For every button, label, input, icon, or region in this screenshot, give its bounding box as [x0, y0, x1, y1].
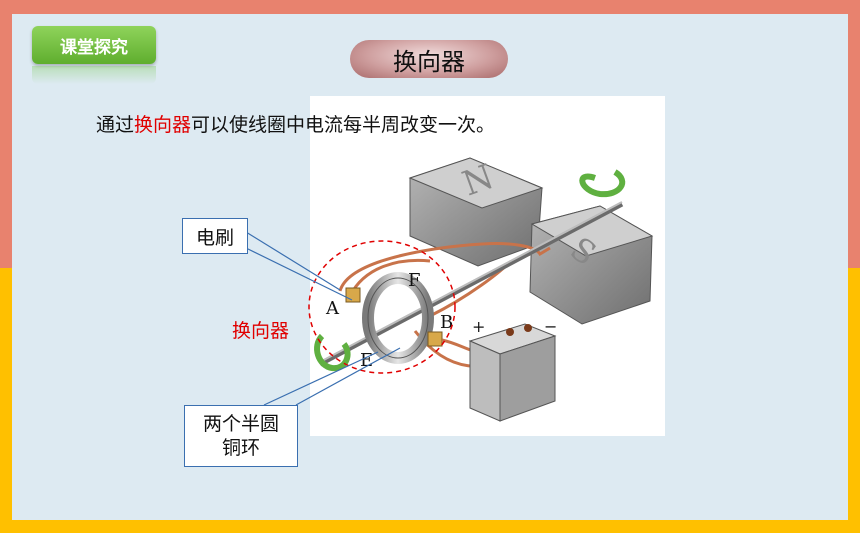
- motor-diagram-photo: N S +: [310, 96, 665, 436]
- rings-callout-box: 两个半圆 铜环: [184, 405, 298, 467]
- battery-minus-label: −: [544, 317, 557, 336]
- rings-callout-line: [263, 351, 379, 406]
- commutator-label: 换向器: [232, 320, 290, 342]
- sentence-highlight: 换向器: [134, 114, 192, 136]
- battery: + −: [468, 317, 557, 422]
- sentence-start: 通过: [96, 114, 135, 136]
- brush-callout-text: 电刷: [195, 226, 234, 249]
- section-tag-reflection: [32, 66, 156, 84]
- explanation-sentence: 通过换向器可以使线圈中电流每半周改变一次。: [96, 110, 495, 137]
- magnet-n: N: [408, 157, 544, 267]
- section-tag: 课堂探究: [32, 26, 156, 64]
- motor-diagram: N S +: [314, 157, 654, 422]
- brush-b: [427, 331, 443, 347]
- rings-callout-line2: 铜环: [221, 437, 260, 459]
- brush-callout-line: [245, 231, 341, 291]
- rotation-arrow-left-icon: [314, 333, 351, 372]
- rings-callout-line1: 两个半圆: [202, 413, 279, 435]
- commutator-highlight-circle: [308, 240, 456, 374]
- battery-plus-label: +: [472, 317, 485, 336]
- point-b-label: B: [440, 312, 453, 333]
- rotation-arrow-top-icon: [579, 169, 626, 198]
- brush-callout-box: 电刷: [182, 218, 248, 254]
- page-title: 换向器: [350, 40, 508, 78]
- commutator-rings: [362, 272, 434, 364]
- point-a-label: A: [325, 298, 340, 319]
- sentence-end: 可以使线圈中电流每半周改变一次。: [191, 114, 496, 136]
- point-f-label: F: [408, 270, 421, 291]
